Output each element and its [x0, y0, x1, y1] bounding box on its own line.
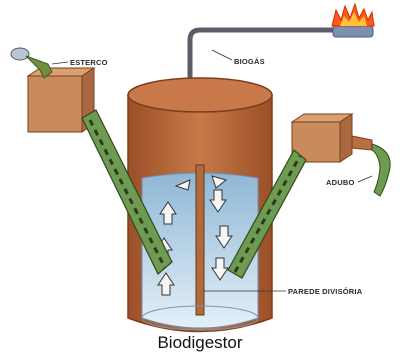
leader-adubo: [358, 176, 372, 182]
outlet-box: [292, 114, 372, 162]
figure-caption: Biodigestor: [0, 333, 400, 353]
label-biogas: BIOGÁS: [234, 57, 265, 66]
burner-icon: [332, 4, 374, 37]
biogas-pipe: [190, 30, 335, 80]
label-adubo: ADUBO: [326, 178, 355, 187]
label-parede-divisoria: PAREDE DIVISÓRIA: [288, 287, 362, 296]
label-esterco: ESTERCO: [70, 58, 108, 67]
leader-esterco: [52, 62, 68, 64]
digester-tank: [128, 78, 272, 332]
dividing-wall: [196, 165, 204, 315]
tank-top: [128, 78, 272, 112]
fertilizer-outflow: [372, 144, 390, 196]
leader-biogas: [212, 50, 232, 60]
